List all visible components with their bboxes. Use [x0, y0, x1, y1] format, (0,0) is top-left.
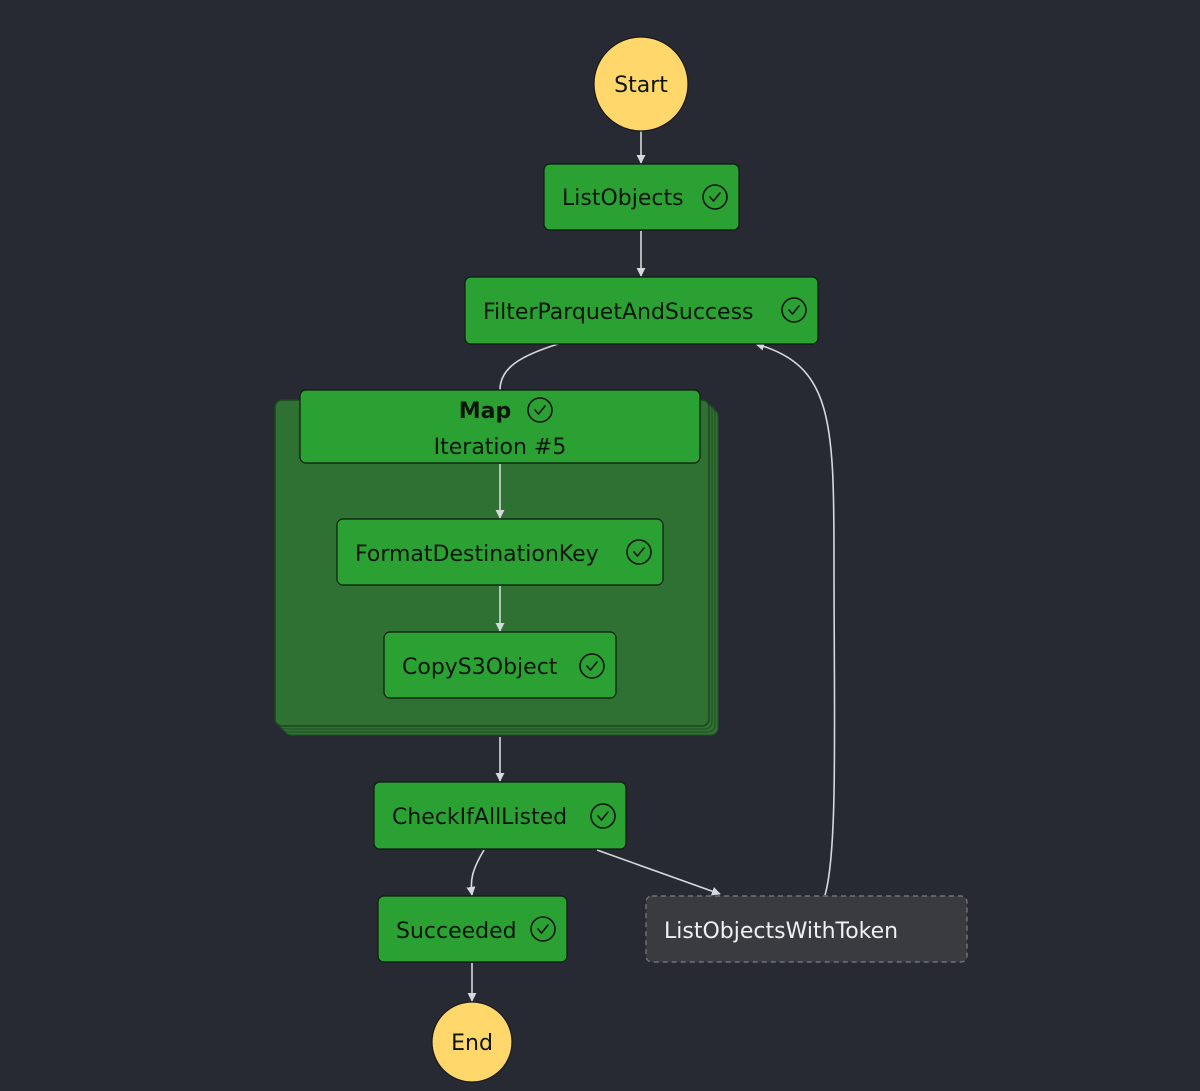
state-box — [377, 895, 568, 963]
edge-check-to-list-with-token — [596, 849, 721, 896]
state-label: ListObjects — [562, 186, 684, 211]
check-circle-icon — [781, 297, 807, 323]
start-label: Start — [614, 73, 668, 98]
check-circle-icon — [626, 539, 652, 565]
start-node[interactable]: Start — [593, 36, 689, 132]
edge-list-with-token-to-filter — [755, 341, 836, 896]
check-circle-icon — [702, 184, 728, 210]
state-box — [299, 389, 701, 464]
edge-check-to-succeeded — [466, 849, 485, 896]
check-circle-icon — [527, 397, 553, 423]
state-list-objects-with-token[interactable]: ListObjectsWithToken — [645, 895, 968, 963]
state-copy-s3-object[interactable]: CopyS3Object — [383, 631, 617, 699]
state-list-objects[interactable]: ListObjects — [543, 163, 740, 231]
state-label: Succeeded — [396, 919, 517, 944]
map-label: Map — [459, 399, 512, 424]
state-box — [336, 518, 664, 586]
check-circle-icon — [590, 803, 616, 829]
state-filter-parquet-and-success[interactable]: FilterParquetAndSuccess — [464, 276, 819, 345]
state-box — [383, 631, 617, 699]
state-check-if-all-listed[interactable]: CheckIfAllListed — [373, 781, 627, 850]
state-succeeded[interactable]: Succeeded — [377, 895, 568, 963]
map-iteration-label: Iteration #5 — [434, 435, 567, 460]
state-format-destination-key[interactable]: FormatDestinationKey — [336, 518, 664, 586]
state-label: CopyS3Object — [402, 655, 558, 680]
state-box — [645, 895, 968, 963]
end-node[interactable]: End — [431, 1001, 513, 1083]
state-label: FormatDestinationKey — [355, 542, 599, 567]
state-map[interactable]: Map Iteration #5 — [299, 389, 701, 464]
check-circle-icon — [579, 653, 605, 679]
state-label: CheckIfAllListed — [392, 805, 567, 830]
state-box — [464, 276, 819, 345]
end-circle — [431, 1001, 513, 1083]
state-label: ListObjectsWithToken — [664, 919, 898, 944]
state-box — [543, 163, 740, 231]
state-box — [373, 781, 627, 850]
edges — [466, 131, 836, 1002]
start-circle — [593, 36, 689, 132]
edge-filter-to-map — [499, 343, 559, 391]
state-label: FilterParquetAndSuccess — [483, 300, 754, 325]
check-circle-icon — [530, 916, 556, 942]
end-label: End — [451, 1031, 493, 1056]
